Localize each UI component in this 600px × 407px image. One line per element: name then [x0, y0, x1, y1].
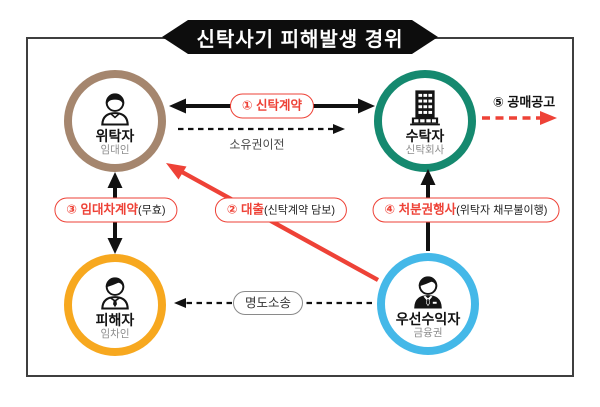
node-name: 위탁자: [95, 127, 135, 144]
node-subname: 임대인: [100, 143, 130, 156]
trust-contract-label: ① 신탁계약: [229, 93, 315, 119]
node-trustee: 수탁자 신탁회사: [374, 70, 476, 172]
node-beneficiary: 우선수익자 금융권: [377, 253, 479, 355]
loan-label: ② 대출(신탁계약 담보): [214, 197, 348, 223]
title-banner: 신탁사기 피해발생 경위: [162, 20, 438, 54]
node-truster: 위탁자 임대인: [64, 70, 166, 172]
node-name: 수탁자: [405, 127, 445, 144]
node-victim: 피해자 임차인: [64, 254, 166, 356]
node-subname: 신탁회사: [405, 143, 445, 156]
person-tie-icon: [101, 276, 129, 310]
node-name: 우선수익자: [395, 310, 461, 327]
eviction-suit-label: 명도소송: [232, 291, 304, 315]
person-suit-icon: [414, 275, 442, 309]
disposal-right-label: ④ 처분권행사(위탁자 채무불이행): [372, 197, 560, 223]
auction-notice-label: ⑤ 공매공고: [492, 94, 556, 110]
node-subname: 금융권: [413, 326, 443, 339]
node-name: 피해자: [95, 311, 135, 328]
page-title: 신탁사기 피해발생 경위: [196, 28, 404, 51]
node-subname: 임차인: [100, 327, 130, 340]
ownership-transfer-label: 소유권이전: [229, 137, 285, 152]
person-icon: [101, 92, 129, 126]
building-icon: [410, 89, 440, 125]
lease-contract-label: ③ 임대차계약(무효): [54, 197, 178, 223]
